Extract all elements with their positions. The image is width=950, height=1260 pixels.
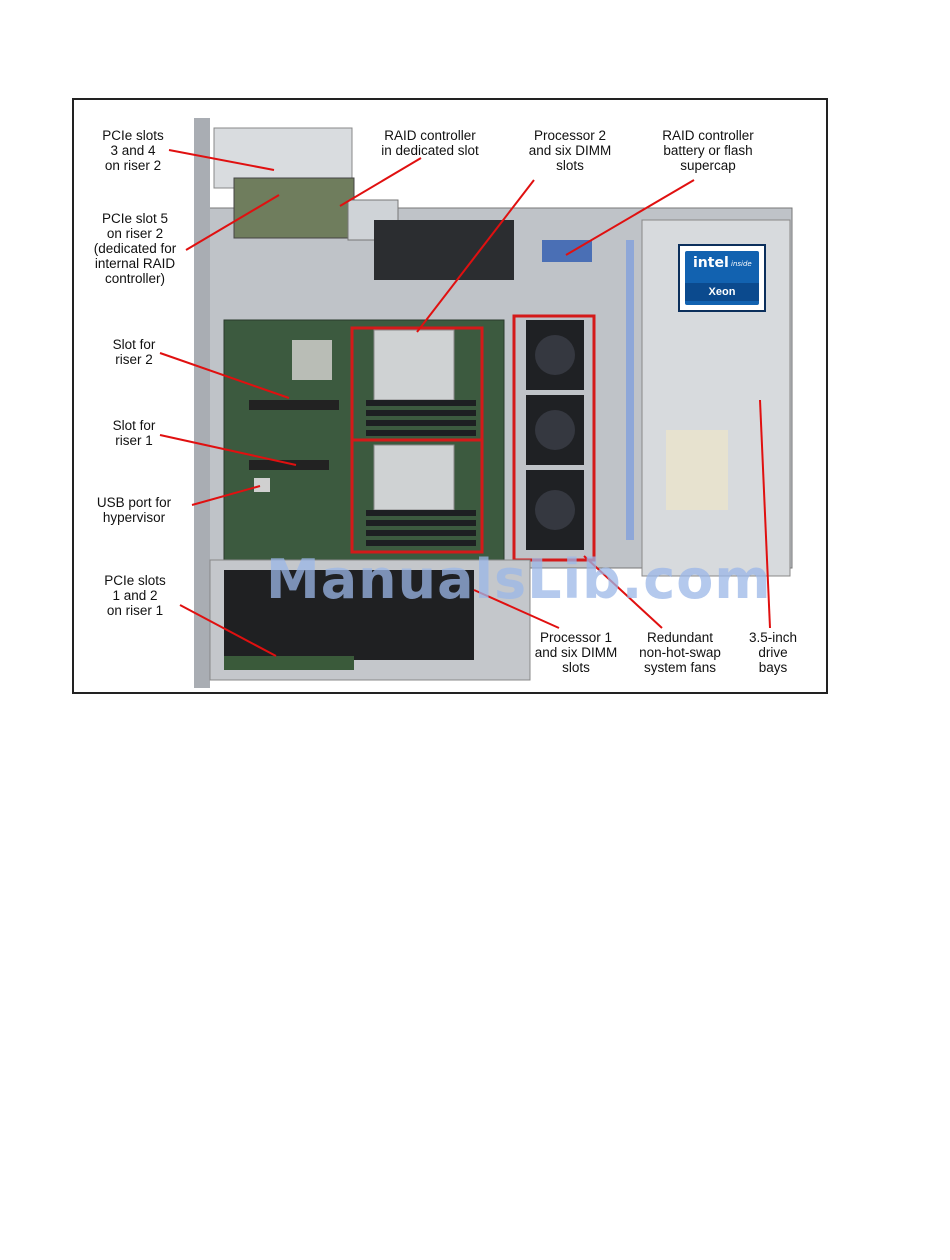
callout-pcie-slot-5: PCIe slot 5 on riser 2 (dedicated for in… xyxy=(93,211,177,286)
riser1-card xyxy=(224,656,354,670)
watermark: ManualsLib.com xyxy=(266,548,772,611)
server-diagram-frame: PCIe slots 3 and 4 on riser 2 PCIe slot … xyxy=(72,98,828,694)
cable-duct xyxy=(374,220,514,280)
fans-highlight xyxy=(512,314,596,562)
inside-wordmark: inside xyxy=(731,260,752,268)
callout-raid-controller: RAID controller in dedicated slot xyxy=(381,128,479,158)
processor1-dimms xyxy=(366,510,476,546)
server-illustration xyxy=(159,118,793,688)
badge-background: intel inside Xeon xyxy=(685,251,759,305)
riser1-slot xyxy=(249,460,329,470)
riser2-slot xyxy=(249,400,339,410)
callout-usb-port: USB port for hypervisor xyxy=(96,495,172,525)
callout-processor-1: Processor 1 and six DIMM slots xyxy=(534,630,618,675)
raid-controller-card xyxy=(233,177,355,239)
processor2-heatsink xyxy=(373,329,455,401)
xeon-wordmark: Xeon xyxy=(685,283,759,301)
heatsink-small xyxy=(292,340,332,380)
callout-slot-riser-1: Slot for riser 1 xyxy=(112,418,156,448)
usb-port xyxy=(254,478,270,492)
drive-label xyxy=(666,430,728,510)
callout-redundant-fans: Redundant non-hot-swap system fans xyxy=(639,630,721,675)
processor2-dimms xyxy=(366,400,476,436)
intel-wordmark: intel xyxy=(693,255,729,271)
raid-battery xyxy=(542,240,592,262)
riser1-airduct xyxy=(224,570,474,660)
processor1-highlight xyxy=(350,438,484,554)
callout-slot-riser-2: Slot for riser 2 xyxy=(112,337,156,367)
callout-pcie-slots-1-2: PCIe slots 1 and 2 on riser 1 xyxy=(104,573,166,618)
system-fans xyxy=(526,320,584,550)
drive-cage-latch xyxy=(626,240,634,540)
processor1-heatsink xyxy=(373,444,455,511)
callout-drive-bays: 3.5-inch drive bays xyxy=(748,630,798,675)
callout-raid-battery: RAID controller battery or flash superca… xyxy=(662,128,754,173)
callout-lines xyxy=(159,149,771,657)
rear-panel xyxy=(194,118,210,688)
callout-pcie-slots-3-4: PCIe slots 3 and 4 on riser 2 xyxy=(102,128,164,173)
callout-processor-2: Processor 2 and six DIMM slots xyxy=(528,128,612,173)
intel-xeon-badge: intel inside Xeon xyxy=(678,244,766,312)
